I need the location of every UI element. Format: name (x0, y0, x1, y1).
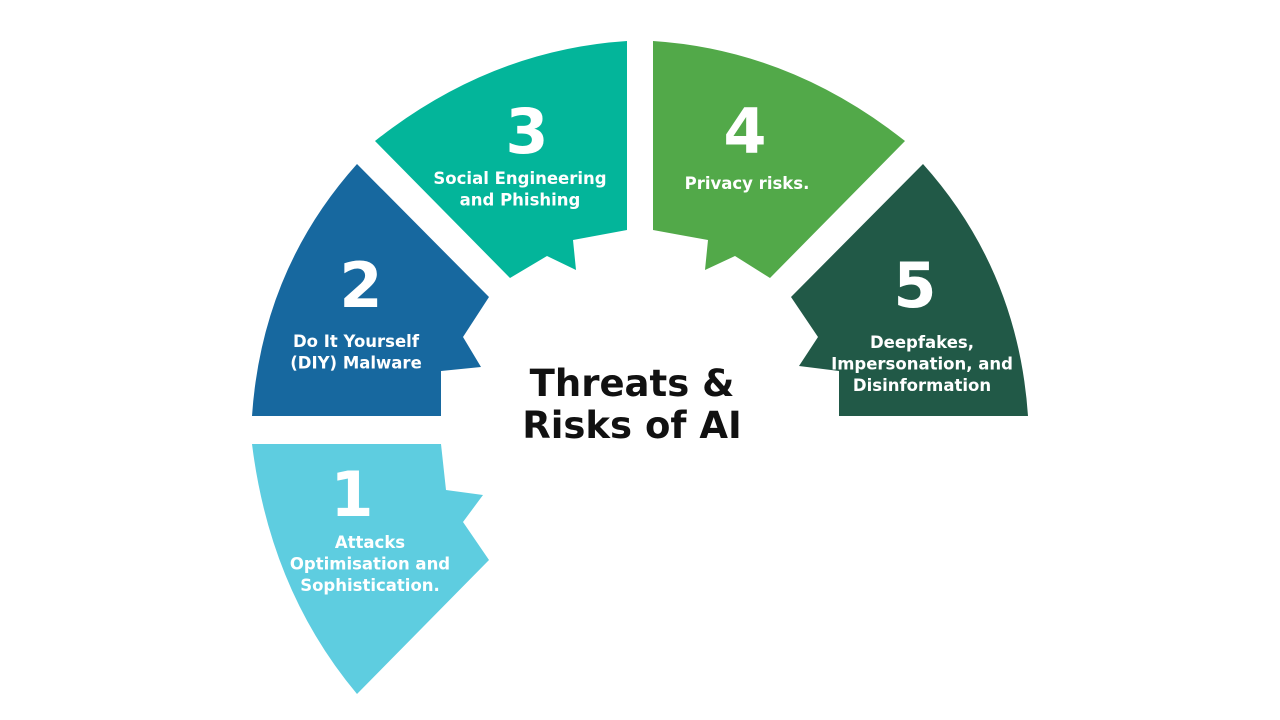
center-title: Threats &Risks of AI (522, 362, 742, 447)
segment-2-shape (252, 164, 489, 416)
segment-2-label: Do It Yourself (DIY) Malware (290, 332, 422, 373)
label-line: Privacy risks. (685, 174, 810, 193)
segment-4-number: 4 (723, 95, 766, 168)
label-line: Risks of AI (522, 404, 742, 447)
segment-5-shape (791, 164, 1028, 416)
label-line: (DIY) Malware (290, 354, 422, 373)
segment-2: 2 Do It Yourself (DIY) Malware (252, 164, 489, 416)
label-line: Threats & (530, 362, 735, 405)
label-line: Do It Yourself (293, 332, 420, 351)
segment-4-label: Privacy risks. (685, 174, 810, 193)
segment-1-number: 1 (330, 458, 373, 531)
segment-4: 4 Privacy risks. (653, 41, 905, 278)
label-line: Optimisation and (290, 555, 450, 574)
segment-3-shape (375, 41, 627, 278)
label-line: Deepfakes, (870, 333, 974, 352)
segment-4-shape (653, 41, 905, 278)
segment-1-shape (252, 444, 489, 694)
segment-5-number: 5 (893, 249, 936, 322)
label-line: Attacks (335, 533, 405, 552)
segment-3-label: Social Engineering and Phishing (433, 169, 606, 210)
label-line: Sophistication. (300, 576, 440, 595)
segment-3-number: 3 (505, 95, 548, 168)
label-line: Disinformation (853, 376, 991, 395)
label-line: Social Engineering (433, 169, 606, 188)
label-line: Impersonation, and (831, 355, 1013, 374)
segment-3: 3 Social Engineering and Phishing (375, 41, 627, 278)
segment-2-number: 2 (339, 249, 382, 322)
label-line: and Phishing (460, 191, 581, 210)
